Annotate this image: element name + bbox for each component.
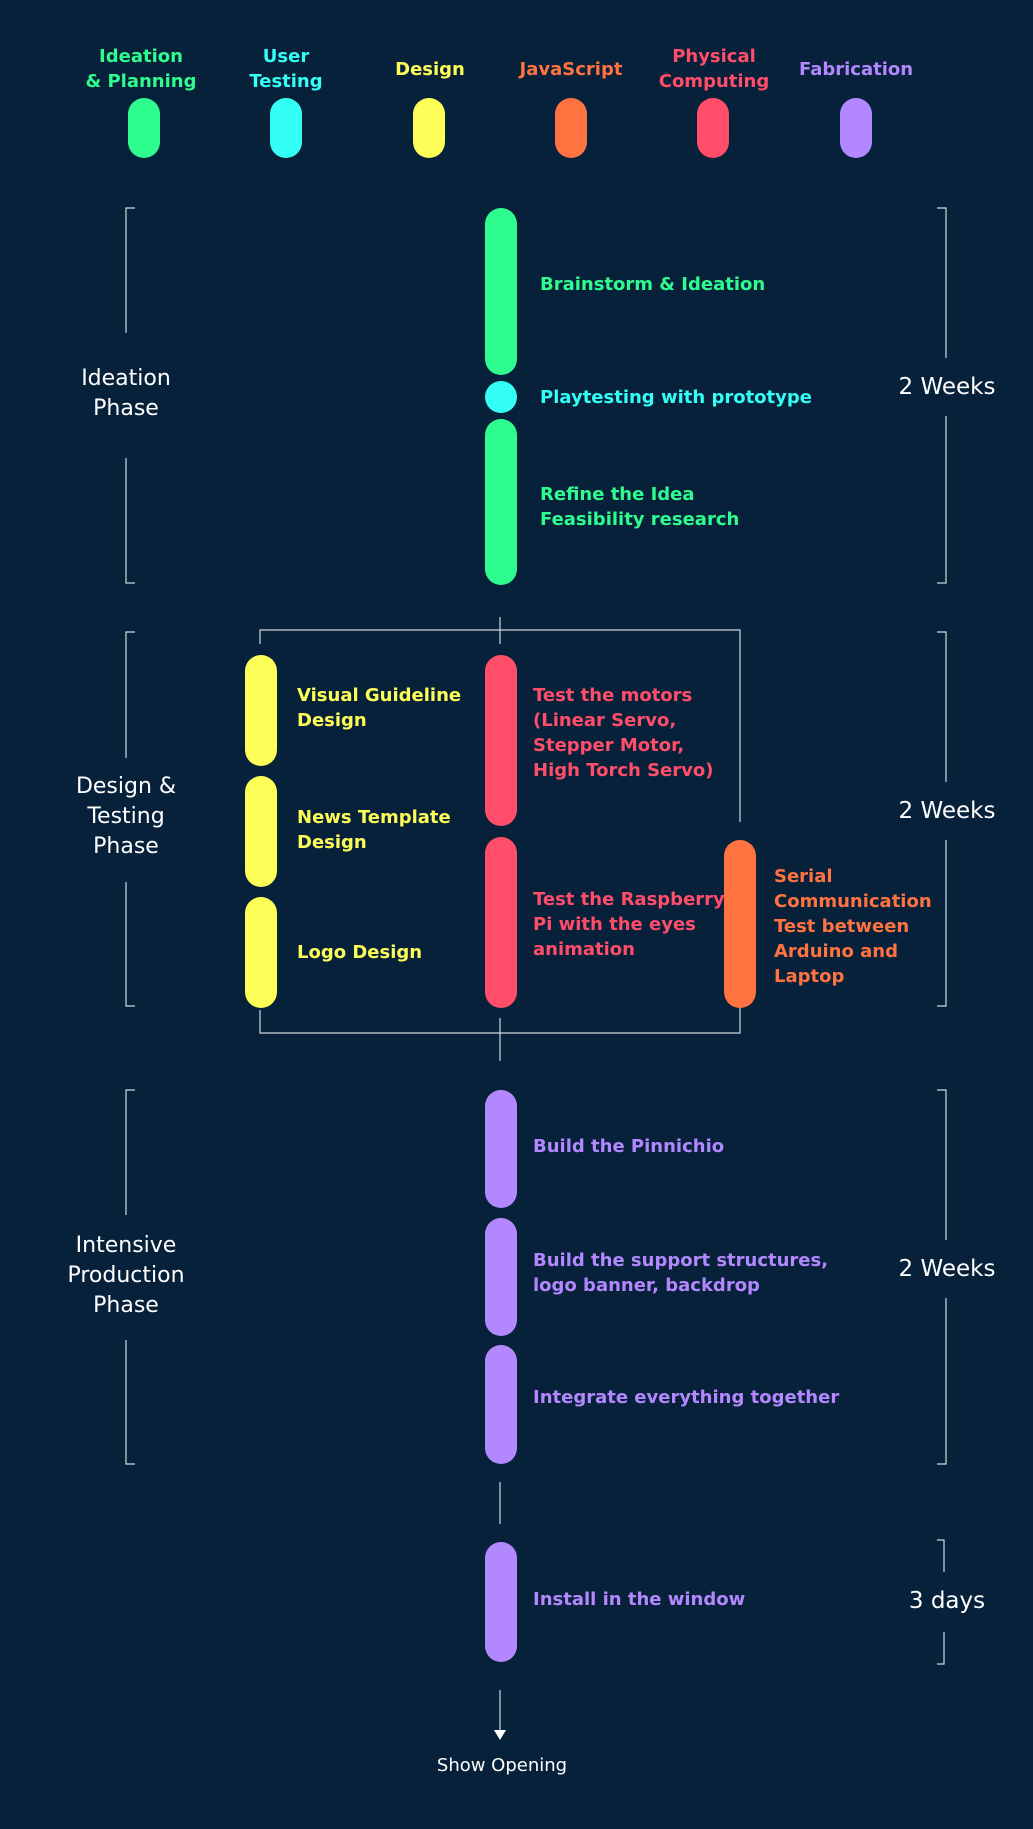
task-label-build-support: Build the support structures, logo banne…: [533, 1250, 829, 1296]
task-label-news-template: News Template Design: [297, 807, 451, 853]
legend-pill-design: [413, 98, 445, 158]
legend-label-fabrication: Fabrication: [798, 59, 914, 80]
task-pill-news-template: [245, 776, 277, 887]
task-label-test-motors: Test the motors (Linear Servo, Stepper M…: [533, 685, 714, 781]
task-pill-visual-guideline: [245, 655, 277, 766]
production-phase-left-bracket: [125, 1089, 135, 1465]
legend-pill-javascript: [555, 98, 587, 158]
task-pill-refine: [485, 419, 517, 585]
legend-pill-ideation-planning: [128, 98, 160, 158]
task-pill-playtesting: [485, 381, 517, 413]
legend-label-ideation-planning: Ideation & Planning: [85, 46, 197, 92]
task-pill-serial-communication: [724, 840, 756, 1008]
phase-label-ideation: Ideation Phase: [81, 366, 171, 421]
duration-design-testing: 2 Weeks: [898, 798, 996, 824]
legend-pill-user-testing: [270, 98, 302, 158]
legend-label-physical-computing: Physical Computing: [658, 46, 770, 92]
ideation-phase-left-bracket: [125, 207, 135, 584]
task-pill-test-raspberry: [485, 837, 517, 1008]
task-label-logo-design: Logo Design: [297, 942, 423, 963]
duration-install: 3 days: [908, 1588, 986, 1614]
task-pill-integrate: [485, 1345, 517, 1464]
design-phase-right-bracket: [937, 631, 947, 1007]
legend-pill-physical-computing: [697, 98, 729, 158]
duration-ideation: 2 Weeks: [898, 374, 996, 400]
task-label-refine: Refine the Idea Feasibility research: [540, 484, 740, 530]
task-label-integrate: Integrate everything together: [533, 1387, 840, 1408]
task-pill-build-support: [485, 1218, 517, 1336]
task-pill-test-motors: [485, 655, 517, 826]
task-label-brainstorm: Brainstorm & Ideation: [540, 274, 766, 295]
legend-label-javascript: JavaScript: [519, 59, 623, 80]
task-pill-logo-design: [245, 897, 277, 1008]
design-phase-left-bracket: [125, 631, 135, 1007]
arrow-head: [494, 1730, 506, 1740]
phase-label-production: Intensive Production Phase: [67, 1233, 185, 1318]
task-label-install: Install in the window: [533, 1589, 746, 1610]
task-label-serial-communication: Serial Communication Test between Arduin…: [774, 866, 932, 987]
production-phase-right-bracket: [937, 1089, 947, 1465]
task-pill-build-pinnichio: [485, 1090, 517, 1208]
show-opening-label: Show Opening: [436, 1755, 568, 1776]
task-label-build-pinnichio: Build the Pinnichio: [533, 1136, 725, 1157]
task-label-playtesting: Playtesting with prototype: [540, 387, 812, 408]
design-group-top-frame: [259, 629, 741, 822]
task-pill-brainstorm: [485, 208, 517, 375]
legend-label-user-testing: User Testing: [249, 46, 323, 92]
legend-label-design: Design: [395, 59, 465, 80]
legend-pill-fabrication: [840, 98, 872, 158]
duration-production: 2 Weeks: [898, 1256, 996, 1282]
task-pill-install: [485, 1542, 517, 1662]
ideation-phase-right-bracket: [937, 207, 947, 584]
install-right-bracket: [937, 1539, 945, 1665]
phase-label-design-testing: Design & Testing Phase: [75, 774, 177, 859]
task-label-test-raspberry: Test the Raspberry Pi with the eyes anim…: [533, 889, 725, 960]
task-label-visual-guideline: Visual Guideline Design: [297, 685, 462, 731]
